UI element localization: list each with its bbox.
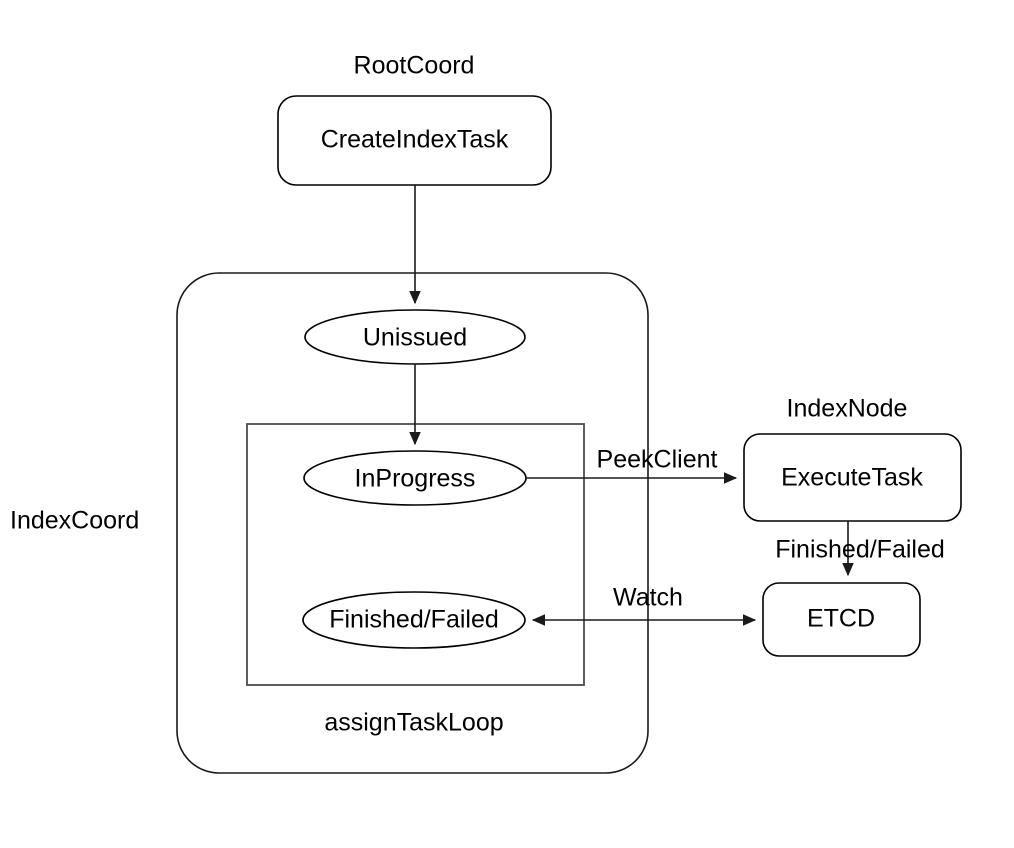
node-label-etcd: ETCD [807, 605, 875, 633]
node-shape-etcd[interactable] [762, 582, 921, 657]
node-finished-failed[interactable]: Finished/Failed [302, 591, 526, 649]
node-shape-execute-task[interactable] [743, 433, 962, 522]
edge-label-watch: Watch [613, 584, 683, 612]
edge-label-peekclient: PeekClient [597, 446, 718, 474]
node-label-inprogress: InProgress [355, 465, 476, 493]
node-inprogress[interactable]: InProgress [303, 450, 527, 506]
node-create-index-task[interactable]: CreateIndexTask [277, 95, 552, 186]
edge-label-finished-failed: Finished/Failed [775, 536, 945, 564]
node-etcd[interactable]: ETCD [762, 582, 921, 657]
node-unissued[interactable]: Unissued [304, 309, 526, 365]
node-shape-finished-failed[interactable] [302, 591, 526, 649]
node-label-finished-failed: Finished/Failed [329, 606, 499, 634]
group-label-assigntaskloop: assignTaskLoop [324, 709, 503, 737]
node-label-unissued: Unissued [363, 324, 467, 352]
node-label-execute-task: ExecuteTask [781, 464, 923, 492]
group-label-indexcoord: IndexCoord [10, 507, 139, 535]
group-label-indexnode: IndexNode [787, 395, 908, 423]
group-label-rootcoord: RootCoord [354, 52, 475, 80]
node-execute-task[interactable]: ExecuteTask [743, 433, 962, 522]
node-label-create-index-task: CreateIndexTask [321, 126, 509, 154]
group-container-indexcoord [176, 272, 649, 774]
